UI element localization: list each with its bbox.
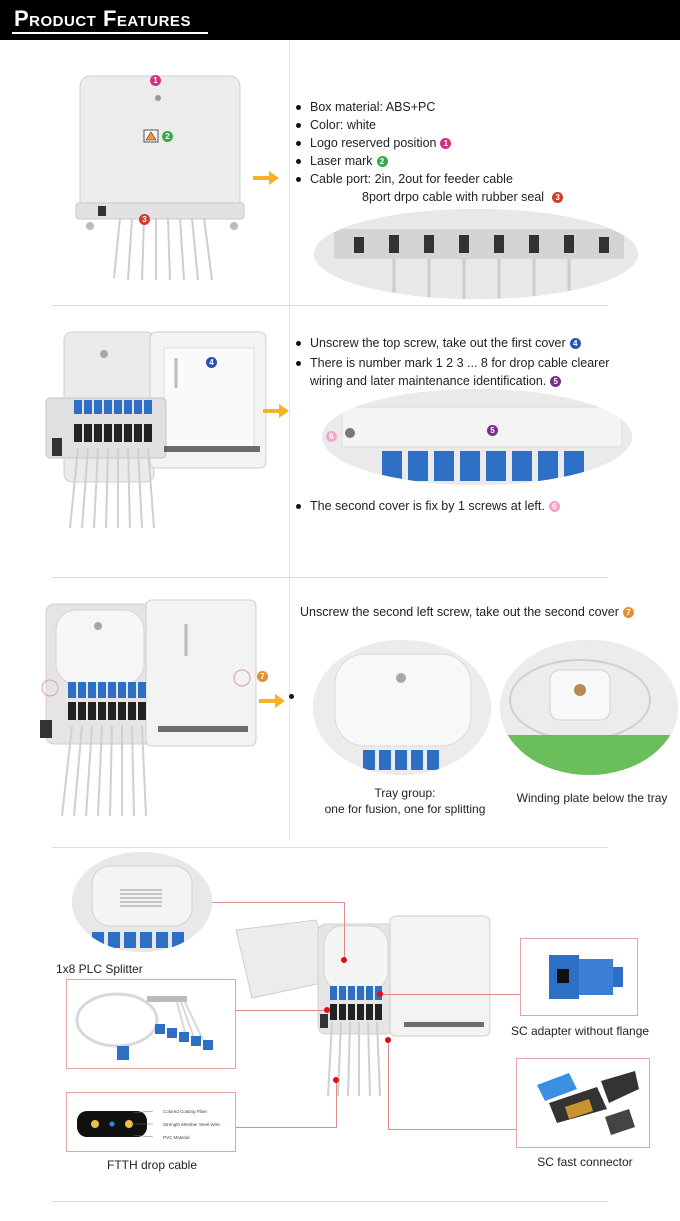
sc-fast-connector-box: [516, 1058, 650, 1148]
badge-2: 2: [376, 156, 388, 168]
caption-winding-plate: Winding plate below the tray: [516, 791, 668, 805]
callout-dot: [324, 1007, 330, 1013]
feature-list-2: Unscrew the top screw, take out the firs…: [292, 334, 642, 390]
sc-adapter-box: [520, 938, 638, 1016]
badge-second-cover-screw: 6: [326, 431, 337, 442]
ftth-label: FTTH drop cable: [106, 1158, 198, 1172]
feature-list-1: Box material: ABS+PC Color: white Logo r…: [292, 98, 642, 206]
sc-fast-label: SC fast connector: [537, 1155, 633, 1169]
callout-dot: [377, 991, 383, 997]
callout-line: [336, 1080, 337, 1128]
callout-line: [236, 1010, 326, 1011]
caption-tray-group: Tray group: one for fusion, one for spli…: [324, 786, 486, 816]
badge-1: 1: [440, 138, 452, 150]
feature-item: Box material: ABS+PC: [292, 98, 642, 116]
feature-item: Cable port: 2in, 2out for feeder cable: [292, 170, 642, 188]
sc-fast-connector-image: [537, 1071, 639, 1135]
tray-group-image: [313, 640, 491, 775]
closure-open-full-image: [235, 915, 491, 1097]
arrow-icon: [259, 694, 285, 708]
badge-logo-position: 1: [150, 75, 161, 86]
section-divider-4: [52, 1201, 608, 1202]
callout-line: [212, 902, 345, 903]
bullet-dot: [289, 694, 294, 699]
badge-cable-port: 3: [139, 214, 150, 225]
feature-item: There is number mark 1 2 3 ... 8 for dro…: [292, 354, 642, 390]
header-bar: Product Features: [0, 0, 680, 40]
plc-splitter-image: [75, 992, 213, 1060]
section-divider-1: [52, 305, 608, 306]
badge-5: 5: [550, 376, 562, 388]
feature-item: Color: white: [292, 116, 642, 134]
callout-line: [380, 994, 520, 995]
number-mark-closeup-image: [322, 389, 632, 485]
badge-laser-mark: 2: [162, 131, 173, 142]
badge-4: 4: [569, 338, 581, 350]
callout-dot: [333, 1077, 339, 1083]
vertical-divider: [289, 40, 290, 840]
title-underline: [12, 32, 208, 34]
closure-box-front-image: [75, 75, 245, 281]
section3-heading: Unscrew the second left screw, take out …: [300, 605, 640, 619]
splitter-label: 1x8 PLC Splitter: [56, 962, 143, 976]
drop-cable-box: Colored Coating Fiber Strength Member St…: [66, 1092, 236, 1152]
cable-port-closeup-image: [314, 209, 638, 299]
badge-second-screw: 7: [257, 671, 268, 682]
badge-first-cover: 4: [206, 357, 217, 368]
badge-6: 6: [548, 501, 560, 513]
page-title: Product Features: [14, 6, 191, 31]
feature-item: The second cover is fix by 1 screws at l…: [292, 497, 642, 515]
badge-7: 7: [622, 607, 634, 619]
winding-plate-image: [500, 640, 678, 775]
callout-line: [388, 1040, 389, 1130]
callout-line: [236, 1127, 336, 1128]
closure-open-cover-image: [45, 331, 267, 529]
arrow-icon: [263, 404, 289, 418]
section-divider-2: [52, 577, 608, 578]
callout-dot: [341, 957, 347, 963]
drop-cable-cross-section: [77, 1110, 154, 1138]
feature-item: Unscrew the top screw, take out the firs…: [292, 334, 642, 352]
cable-legend: Colored Coating Fiber Strength Member St…: [163, 1109, 220, 1140]
splitter-box: [66, 979, 236, 1069]
sc-adapter-image: [549, 955, 623, 999]
badge-number-mark: 5: [487, 425, 498, 436]
section-divider-3: [52, 847, 608, 848]
callout-line: [388, 1129, 516, 1130]
arrow-icon: [253, 171, 279, 185]
sc-adapter-label: SC adapter without flange: [510, 1024, 650, 1038]
callout-line: [344, 902, 345, 958]
badge-3: 3: [552, 192, 564, 204]
splitter-tray-closeup-image: [72, 852, 212, 952]
closure-open-tray-image: [40, 599, 257, 817]
feature-list-3: The second cover is fix by 1 screws at l…: [292, 497, 642, 515]
callout-dot: [385, 1037, 391, 1043]
